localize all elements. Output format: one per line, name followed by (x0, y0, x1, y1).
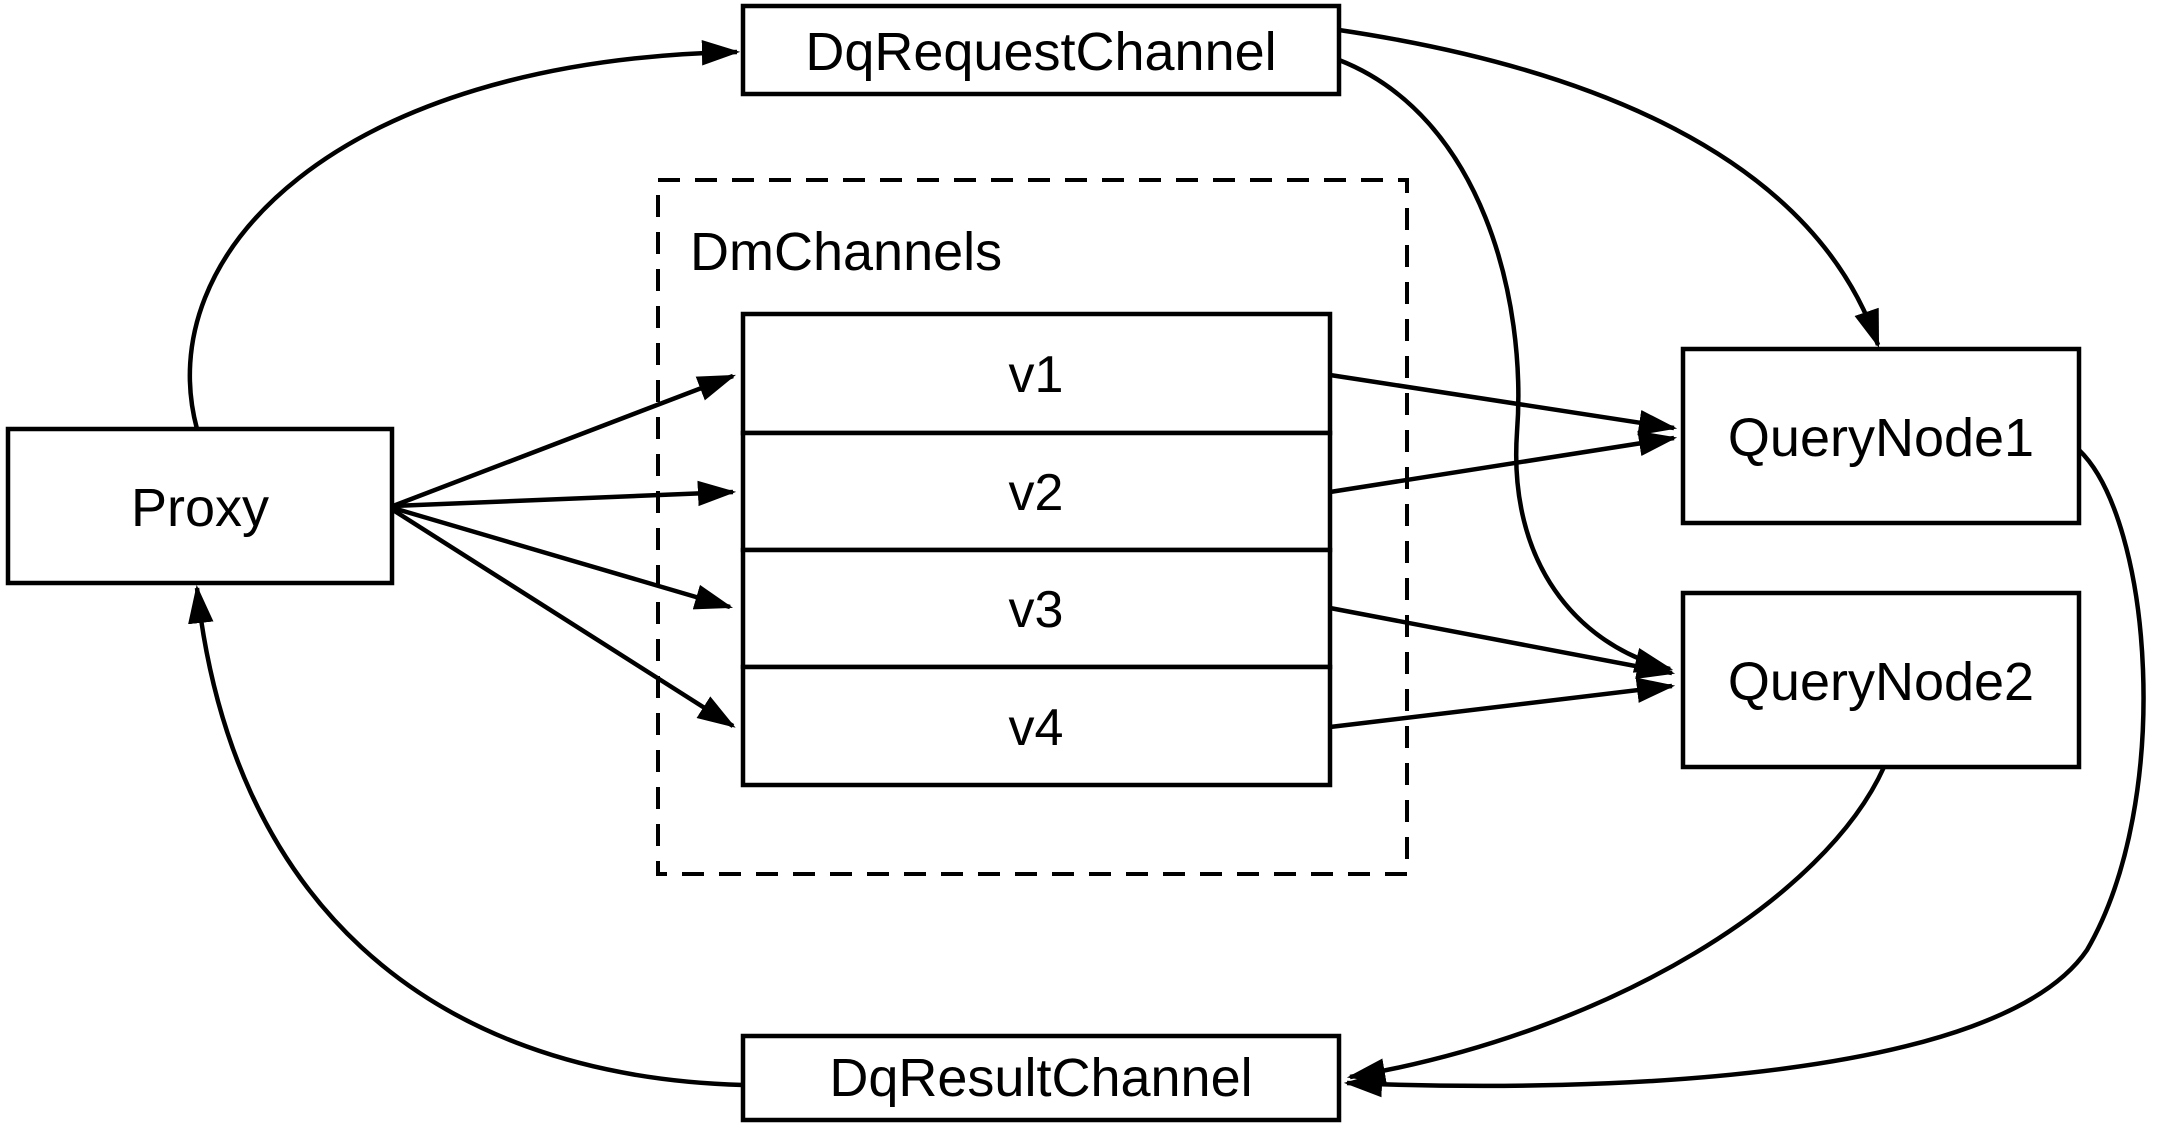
edge-v3-to-querynode2 (1329, 605, 1676, 679)
edge-v2-to-querynode1 (1329, 430, 1678, 495)
node-v3-label: v3 (1009, 581, 1064, 639)
node-dq-result-channel-box (740, 1033, 1342, 1123)
edge-dqrequestchannel-to-querynode2 (1338, 57, 1674, 673)
dm-channels-group-label: DmChannels (690, 222, 1002, 282)
node-proxy-box (5, 426, 395, 586)
node-dq-request-channel-box (740, 3, 1342, 97)
node-query-node-1-label: QueryNode1 (1728, 408, 2034, 468)
dm-channels-group-box (656, 178, 1409, 876)
node-v2-label: v2 (1009, 464, 1064, 522)
node-dq-result-channel-label: DqResultChannel (829, 1048, 1252, 1108)
node-v4-label: v4 (1009, 699, 1064, 757)
edge-v1-to-querynode1 (1329, 372, 1678, 436)
edge-proxy-to-v3 (392, 505, 734, 610)
node-v4-box (740, 664, 1333, 788)
edge-dqresultchannel-to-proxy (188, 584, 744, 1088)
edge-dqrequestchannel-to-querynode1 (1338, 27, 1881, 349)
node-query-node-1-box (1680, 346, 2082, 526)
node-proxy-label: Proxy (131, 478, 269, 538)
edge-querynode1-to-dqresultchannel (1343, 448, 2146, 1098)
edge-proxy-to-dqrequestchannel (187, 39, 741, 430)
node-dq-request-channel-label: DqRequestChannel (805, 22, 1276, 82)
node-query-node-2-label: QueryNode2 (1728, 652, 2034, 712)
edge-proxy-to-v4 (391, 508, 736, 728)
edge-querynode2-to-dqresultchannel (1346, 766, 1887, 1084)
node-v2-box (740, 430, 1333, 553)
edge-proxy-to-v1 (392, 373, 736, 509)
edge-v4-to-querynode2 (1329, 677, 1676, 730)
node-query-node-2-box (1680, 590, 2082, 770)
node-v1-label: v1 (1009, 346, 1064, 404)
edge-proxy-to-v2 (392, 480, 737, 509)
